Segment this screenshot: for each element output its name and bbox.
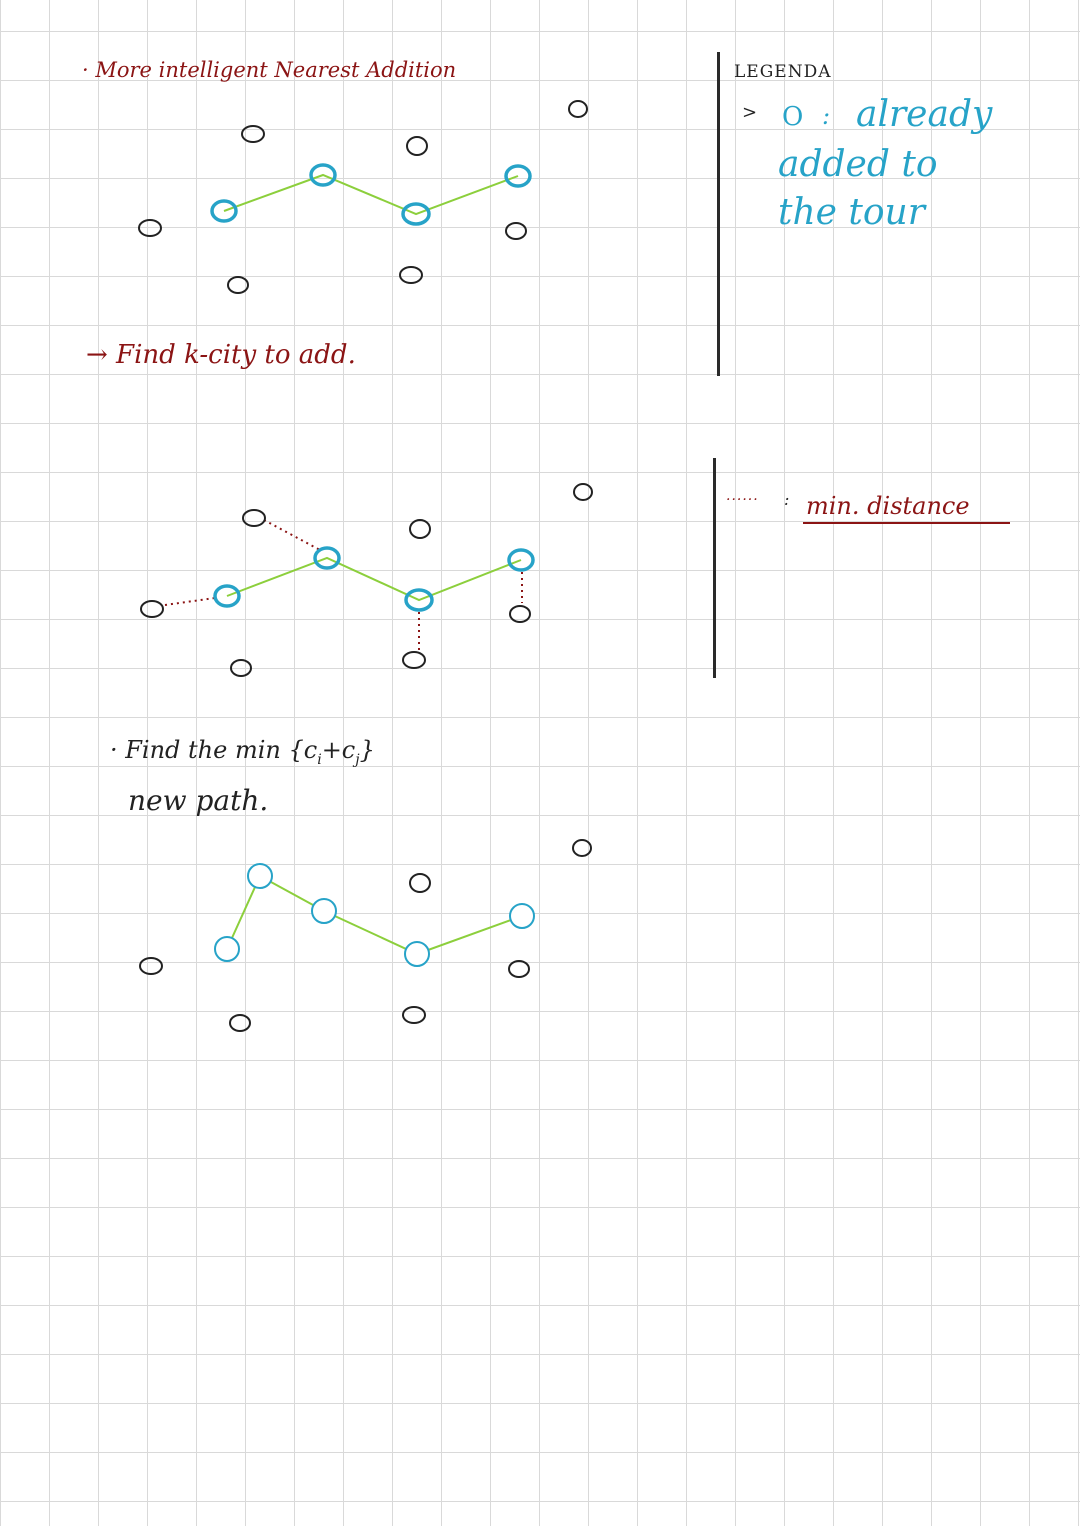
tour-node bbox=[210, 199, 238, 223]
subscript-j: j bbox=[355, 751, 360, 768]
step-find-min-text: · Find the min {c bbox=[110, 736, 318, 764]
legend-min-distance: min. distance bbox=[806, 492, 970, 520]
tour-path-2 bbox=[226, 556, 522, 602]
step-find-min: · Find the min {ci+cj} bbox=[110, 736, 375, 768]
legend-bullet: > bbox=[742, 102, 758, 123]
city-node bbox=[227, 276, 249, 294]
tour-node bbox=[309, 163, 337, 187]
legend-already-line3: the tour bbox=[778, 192, 925, 233]
tour-node bbox=[509, 903, 535, 929]
step-find-k-city: → Find k-city to add. bbox=[86, 340, 356, 370]
city-node bbox=[573, 483, 593, 501]
city-node bbox=[230, 659, 252, 677]
tour-node bbox=[247, 863, 273, 889]
tour-node bbox=[311, 898, 337, 924]
city-node bbox=[402, 651, 426, 669]
legend-already-line1: already bbox=[856, 94, 993, 135]
tour-node bbox=[504, 164, 532, 188]
city-node bbox=[399, 266, 423, 284]
diagram-3 bbox=[139, 839, 592, 1032]
tour-path-1 bbox=[223, 173, 519, 216]
diagram-1 bbox=[138, 100, 588, 294]
city-node bbox=[508, 960, 530, 978]
legend-divider-top bbox=[717, 52, 720, 376]
tour-node bbox=[507, 548, 535, 572]
tour-node bbox=[313, 546, 341, 570]
subscript-i: i bbox=[317, 751, 322, 768]
city-node bbox=[138, 219, 162, 237]
legend-symbol-already-added: O bbox=[782, 102, 804, 132]
city-node bbox=[509, 605, 531, 623]
city-node bbox=[505, 222, 527, 240]
tour-node bbox=[213, 584, 241, 608]
legend-divider-bottom bbox=[713, 458, 716, 678]
tour-path-3 bbox=[226, 874, 523, 956]
diagram-2 bbox=[140, 483, 593, 677]
city-node bbox=[568, 100, 588, 118]
step-find-min-plus: +c bbox=[321, 736, 356, 764]
city-node bbox=[229, 1014, 251, 1032]
min-distance-link bbox=[263, 519, 321, 551]
new-path-label: new path. bbox=[128, 784, 269, 817]
legend-colon: : bbox=[822, 102, 831, 130]
city-node bbox=[139, 957, 163, 975]
legend-already-line2: added to bbox=[778, 144, 938, 185]
legend-title: LEGENDA bbox=[734, 62, 832, 82]
city-node bbox=[409, 519, 431, 539]
tour-node bbox=[404, 941, 430, 967]
tour-node bbox=[401, 202, 431, 226]
tour-node bbox=[404, 588, 434, 612]
legend-dotted-sample: ...... bbox=[726, 488, 759, 504]
step-find-min-close: } bbox=[359, 736, 375, 764]
city-node bbox=[402, 1006, 426, 1024]
city-node bbox=[409, 873, 431, 893]
page-title: · More intelligent Nearest Addition bbox=[82, 58, 457, 82]
city-node bbox=[572, 839, 592, 857]
city-node bbox=[406, 136, 428, 156]
tour-node bbox=[214, 936, 240, 962]
city-node bbox=[241, 125, 265, 143]
legend-colon-2: : bbox=[784, 490, 790, 509]
city-node bbox=[242, 509, 266, 527]
min-distance-link bbox=[164, 597, 216, 606]
city-node bbox=[140, 600, 164, 618]
